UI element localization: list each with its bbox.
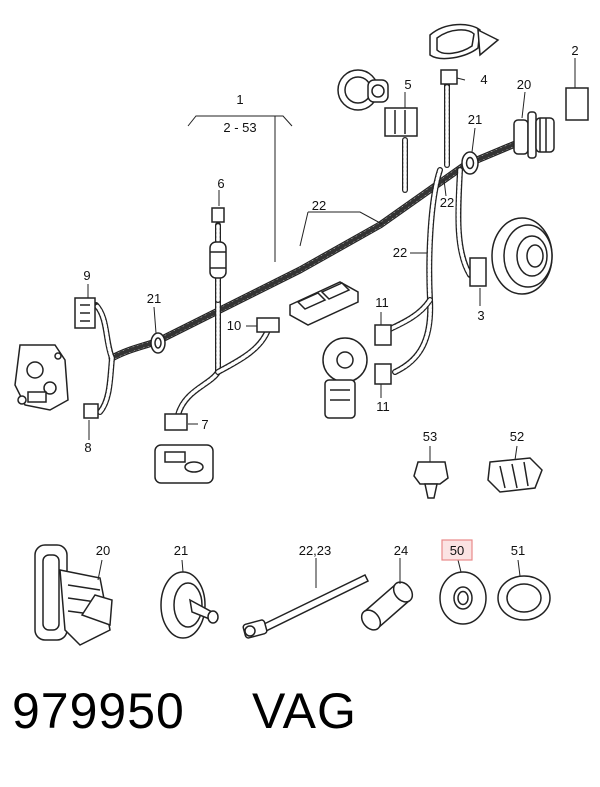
grommet-20-harness [513, 111, 555, 159]
callout-22-top: 22 [312, 198, 326, 213]
callout-5: 5 [404, 77, 411, 92]
part-label-24: 24 [394, 543, 408, 558]
fuse-holder [209, 241, 227, 279]
callout-22-right: 22 [440, 195, 454, 210]
group-range: 2 - 53 [223, 120, 256, 135]
door-lock [14, 344, 69, 411]
callout-6: 6 [217, 176, 224, 191]
connectors [74, 69, 589, 431]
callout-52: 52 [510, 429, 524, 444]
callout-11-upper: 11 [375, 295, 389, 310]
callout-3: 3 [477, 308, 484, 323]
part-cable-tie [242, 574, 370, 639]
grommet-21-left [150, 332, 166, 354]
part-label-21: 21 [174, 543, 188, 558]
callout-22-mid: 22 [393, 245, 407, 260]
callout-21-left: 21 [147, 291, 161, 306]
wiring-harness [93, 82, 524, 418]
speaker [491, 217, 553, 295]
part-label-50[interactable]: 50 [450, 543, 464, 558]
part-sleeve-24 [360, 581, 414, 631]
callout-9: 9 [83, 268, 90, 283]
highlight-box-50 [441, 539, 473, 561]
mirror-glass [429, 23, 500, 60]
group-number: 1 [236, 92, 243, 107]
callout-53: 53 [423, 429, 437, 444]
part-number: 979950 [12, 683, 185, 739]
part-label-51: 51 [511, 543, 525, 558]
window-motor [322, 337, 368, 419]
window-switch [289, 281, 359, 326]
part-label-22-23: 22,23 [299, 543, 332, 558]
grommet-21-right [461, 151, 479, 175]
callout-10: 10 [227, 318, 241, 333]
callout-20: 20 [517, 77, 531, 92]
part-gasket-51 [497, 575, 551, 621]
leader-lines [87, 58, 576, 588]
callout-21-right: 21 [468, 112, 482, 127]
switch-module [154, 444, 214, 484]
clip-53 [413, 461, 449, 499]
callout-11-lower: 11 [376, 399, 390, 414]
part-grommet-20 [34, 544, 113, 646]
part-label-20: 20 [96, 543, 110, 558]
callout-8: 8 [84, 440, 91, 455]
part-washer-50 [439, 571, 487, 625]
clip-52 [487, 457, 543, 493]
callout-2: 2 [571, 43, 578, 58]
round-housing [337, 69, 389, 111]
brand-name: VAG [252, 683, 357, 739]
callout-labels: 1 2 - 53 2 3 4 5 6 7 8 9 10 11 11 20 21 … [83, 43, 579, 561]
callout-4: 4 [480, 72, 487, 87]
part-grommet-21 [160, 571, 219, 639]
callout-7: 7 [201, 417, 208, 432]
